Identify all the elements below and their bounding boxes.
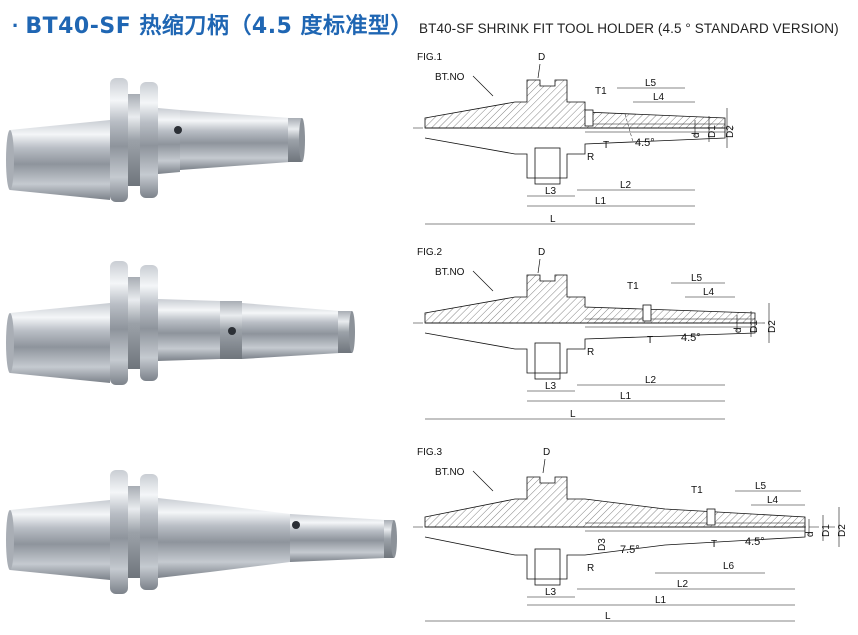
figure-3-drawing: FIG.3 BT.NO D T1 T R 7.5° D3 4.5° L6 L5 … — [413, 447, 848, 622]
fig-3-l5: L5 — [755, 481, 767, 492]
fig-1-l5: L5 — [645, 78, 657, 89]
fig-3-btno-label: BT.NO — [435, 467, 465, 478]
fig-1-label: FIG.1 — [417, 52, 442, 63]
fig-1-d-dim: d — [691, 132, 702, 138]
fig-1-angle: 4.5° — [635, 137, 655, 149]
fig-1-t1-label: T1 — [595, 86, 607, 97]
fig-2-d1: D1 — [749, 320, 760, 333]
title-english: BT40-SF SHRINK FIT TOOL HOLDER (4.5 ° ST… — [419, 21, 839, 36]
fig-1-l3: L3 — [545, 186, 557, 197]
fig-1-l2: L2 — [620, 180, 632, 191]
fig-2-l3: L3 — [545, 381, 557, 392]
fig-2-l2: L2 — [645, 375, 657, 386]
page-title: · BT40-SF 热缩刀柄（4.5 度标准型） BT40-SF SHRINK … — [12, 8, 839, 40]
fig-3-l6: L6 — [723, 561, 735, 572]
fig-3-t1-label: T1 — [691, 485, 703, 496]
fig-2-l5: L5 — [691, 273, 703, 284]
fig-2-label: FIG.2 — [417, 247, 442, 258]
title-chinese: BT40-SF 热缩刀柄（4.5 度标准型） — [25, 14, 414, 39]
tool-photo-3 — [6, 470, 397, 594]
fig-3-r-label: R — [587, 563, 594, 574]
fig-2-t1-label: T1 — [627, 281, 639, 292]
fig-2-t-label: T — [647, 335, 653, 346]
fig-2-angle: 4.5° — [681, 332, 701, 344]
fig-2-btno-label: BT.NO — [435, 267, 465, 278]
fig-2-l1: L1 — [620, 391, 632, 402]
fig-2-d-dim: d — [733, 327, 744, 333]
fig-3-d1: D1 — [821, 524, 832, 537]
fig-3-d-label: D — [543, 447, 550, 458]
title-bullet: · — [12, 13, 20, 38]
fig-3-d3: D3 — [597, 538, 608, 551]
figure-2-drawing: FIG.2 BT.NO D T1 T R 4.5° L5 L4 d D1 D2 … — [413, 247, 778, 420]
fig-2-l4: L4 — [703, 287, 715, 298]
fig-3-l: L — [605, 611, 611, 622]
fig-1-btno-label: BT.NO — [435, 72, 465, 83]
fig-1-d1: D1 — [707, 125, 718, 138]
fig-1-l: L — [550, 214, 556, 225]
fig-2-d2: D2 — [767, 320, 778, 333]
fig-3-t-label: T — [711, 539, 717, 550]
fig-2-d-label: D — [538, 247, 545, 258]
fig-3-l2: L2 — [677, 579, 689, 590]
fig-1-t-label: T — [603, 140, 609, 151]
fig-3-angle: 4.5° — [745, 536, 765, 548]
fig-3-d2: D2 — [837, 524, 848, 537]
figure-1-drawing: FIG.1 BT.NO D T1 T R 4.5° L5 L4 d D1 D2 … — [413, 52, 736, 225]
fig-1-d-label: D — [538, 52, 545, 63]
fig-3-d-dim: d — [805, 531, 816, 537]
fig-2-r-label: R — [587, 347, 594, 358]
tool-photo-1 — [6, 78, 305, 202]
fig-3-label: FIG.3 — [417, 447, 442, 458]
fig-1-l1: L1 — [595, 196, 607, 207]
tool-photo-2 — [6, 261, 355, 385]
fig-1-l4: L4 — [653, 92, 665, 103]
fig-1-r-label: R — [587, 152, 594, 163]
fig-3-l4: L4 — [767, 495, 779, 506]
fig-3-l1: L1 — [655, 595, 667, 606]
fig-2-l: L — [570, 409, 576, 420]
fig-3-l3: L3 — [545, 587, 557, 598]
fig-3-angle2: 7.5° — [620, 544, 640, 556]
fig-1-d2: D2 — [725, 125, 736, 138]
